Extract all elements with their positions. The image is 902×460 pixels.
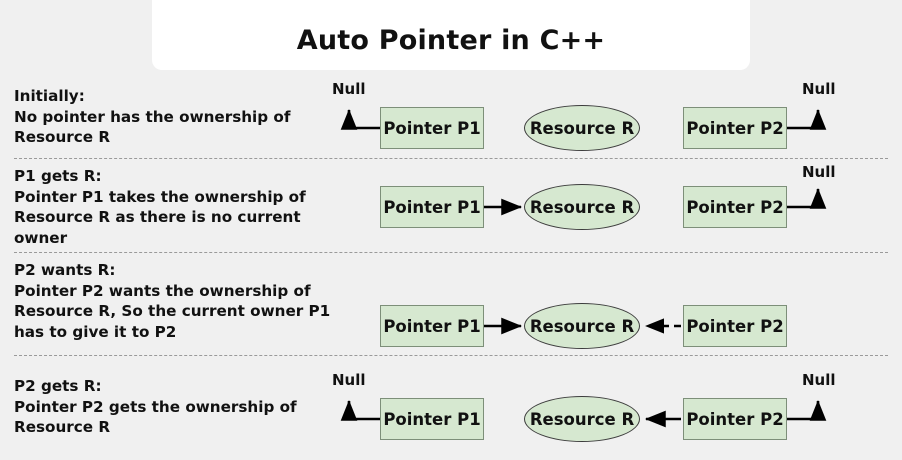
row-p2-wants-r-heading: P2 wants R: [14, 261, 116, 279]
row-p1-gets-r-heading: P1 gets R: [14, 167, 102, 185]
row-separator-2 [14, 252, 888, 253]
row-p2-gets-r-body: Pointer P2 gets the ownership of Resourc… [14, 397, 297, 437]
row-p2-gets-r-heading: P2 gets R: [14, 377, 102, 395]
row-p1-gets-r-description: P1 gets R: Pointer P1 takes the ownershi… [14, 166, 334, 248]
null-label-left-row4: Null [332, 371, 366, 389]
null-label-right-row2: Null [802, 163, 836, 181]
row-initially-heading: Initially: [14, 87, 85, 105]
row-initially-body: No pointer has the ownership of Resource… [14, 107, 291, 147]
pointer-p1-box-row4[interactable]: Pointer P1 [380, 398, 484, 440]
row-p2-wants-r-description: P2 wants R: Pointer P2 wants the ownersh… [14, 260, 334, 342]
null-label-right-row4: Null [802, 371, 836, 389]
pointer-p2-box-row1[interactable]: Pointer P2 [683, 107, 787, 149]
arrow-p1-null-row1 [340, 108, 380, 130]
arrow-p2-null-row4 [787, 399, 827, 421]
null-label-right-row1: Null [802, 80, 836, 98]
row-p2-gets-r-description: P2 gets R: Pointer P2 gets the ownership… [14, 376, 334, 438]
pointer-p1-box-row1[interactable]: Pointer P1 [380, 107, 484, 149]
pointer-p1-box-row3[interactable]: Pointer P1 [380, 305, 484, 347]
null-label-left-row1: Null [332, 80, 366, 98]
row-separator-1 [14, 158, 888, 159]
resource-r-node-row4[interactable]: Resource R [524, 396, 640, 442]
row-p1-gets-r-body: Pointer P1 takes the ownership of Resour… [14, 187, 306, 247]
resource-r-node-row3[interactable]: Resource R [524, 303, 640, 349]
arrow-p2-null-row2 [787, 187, 827, 209]
pointer-p2-box-row2[interactable]: Pointer P2 [683, 186, 787, 228]
pointer-p2-box-row3[interactable]: Pointer P2 [683, 305, 787, 347]
row-initially-description: Initially: No pointer has the ownership … [14, 86, 334, 148]
resource-r-node-row1[interactable]: Resource R [524, 105, 640, 151]
row-separator-3 [14, 355, 888, 356]
page-title: Auto Pointer in C++ [296, 25, 606, 56]
resource-r-node-row2[interactable]: Resource R [524, 184, 640, 230]
row-p2-wants-r-body: Pointer P2 wants the ownership of Resour… [14, 281, 331, 341]
title-card: Auto Pointer in C++ [152, 0, 750, 70]
pointer-p1-box-row2[interactable]: Pointer P1 [380, 186, 484, 228]
arrow-p1-null-row4 [340, 399, 380, 421]
arrow-p2-null-row1 [787, 108, 827, 130]
pointer-p2-box-row4[interactable]: Pointer P2 [683, 398, 787, 440]
